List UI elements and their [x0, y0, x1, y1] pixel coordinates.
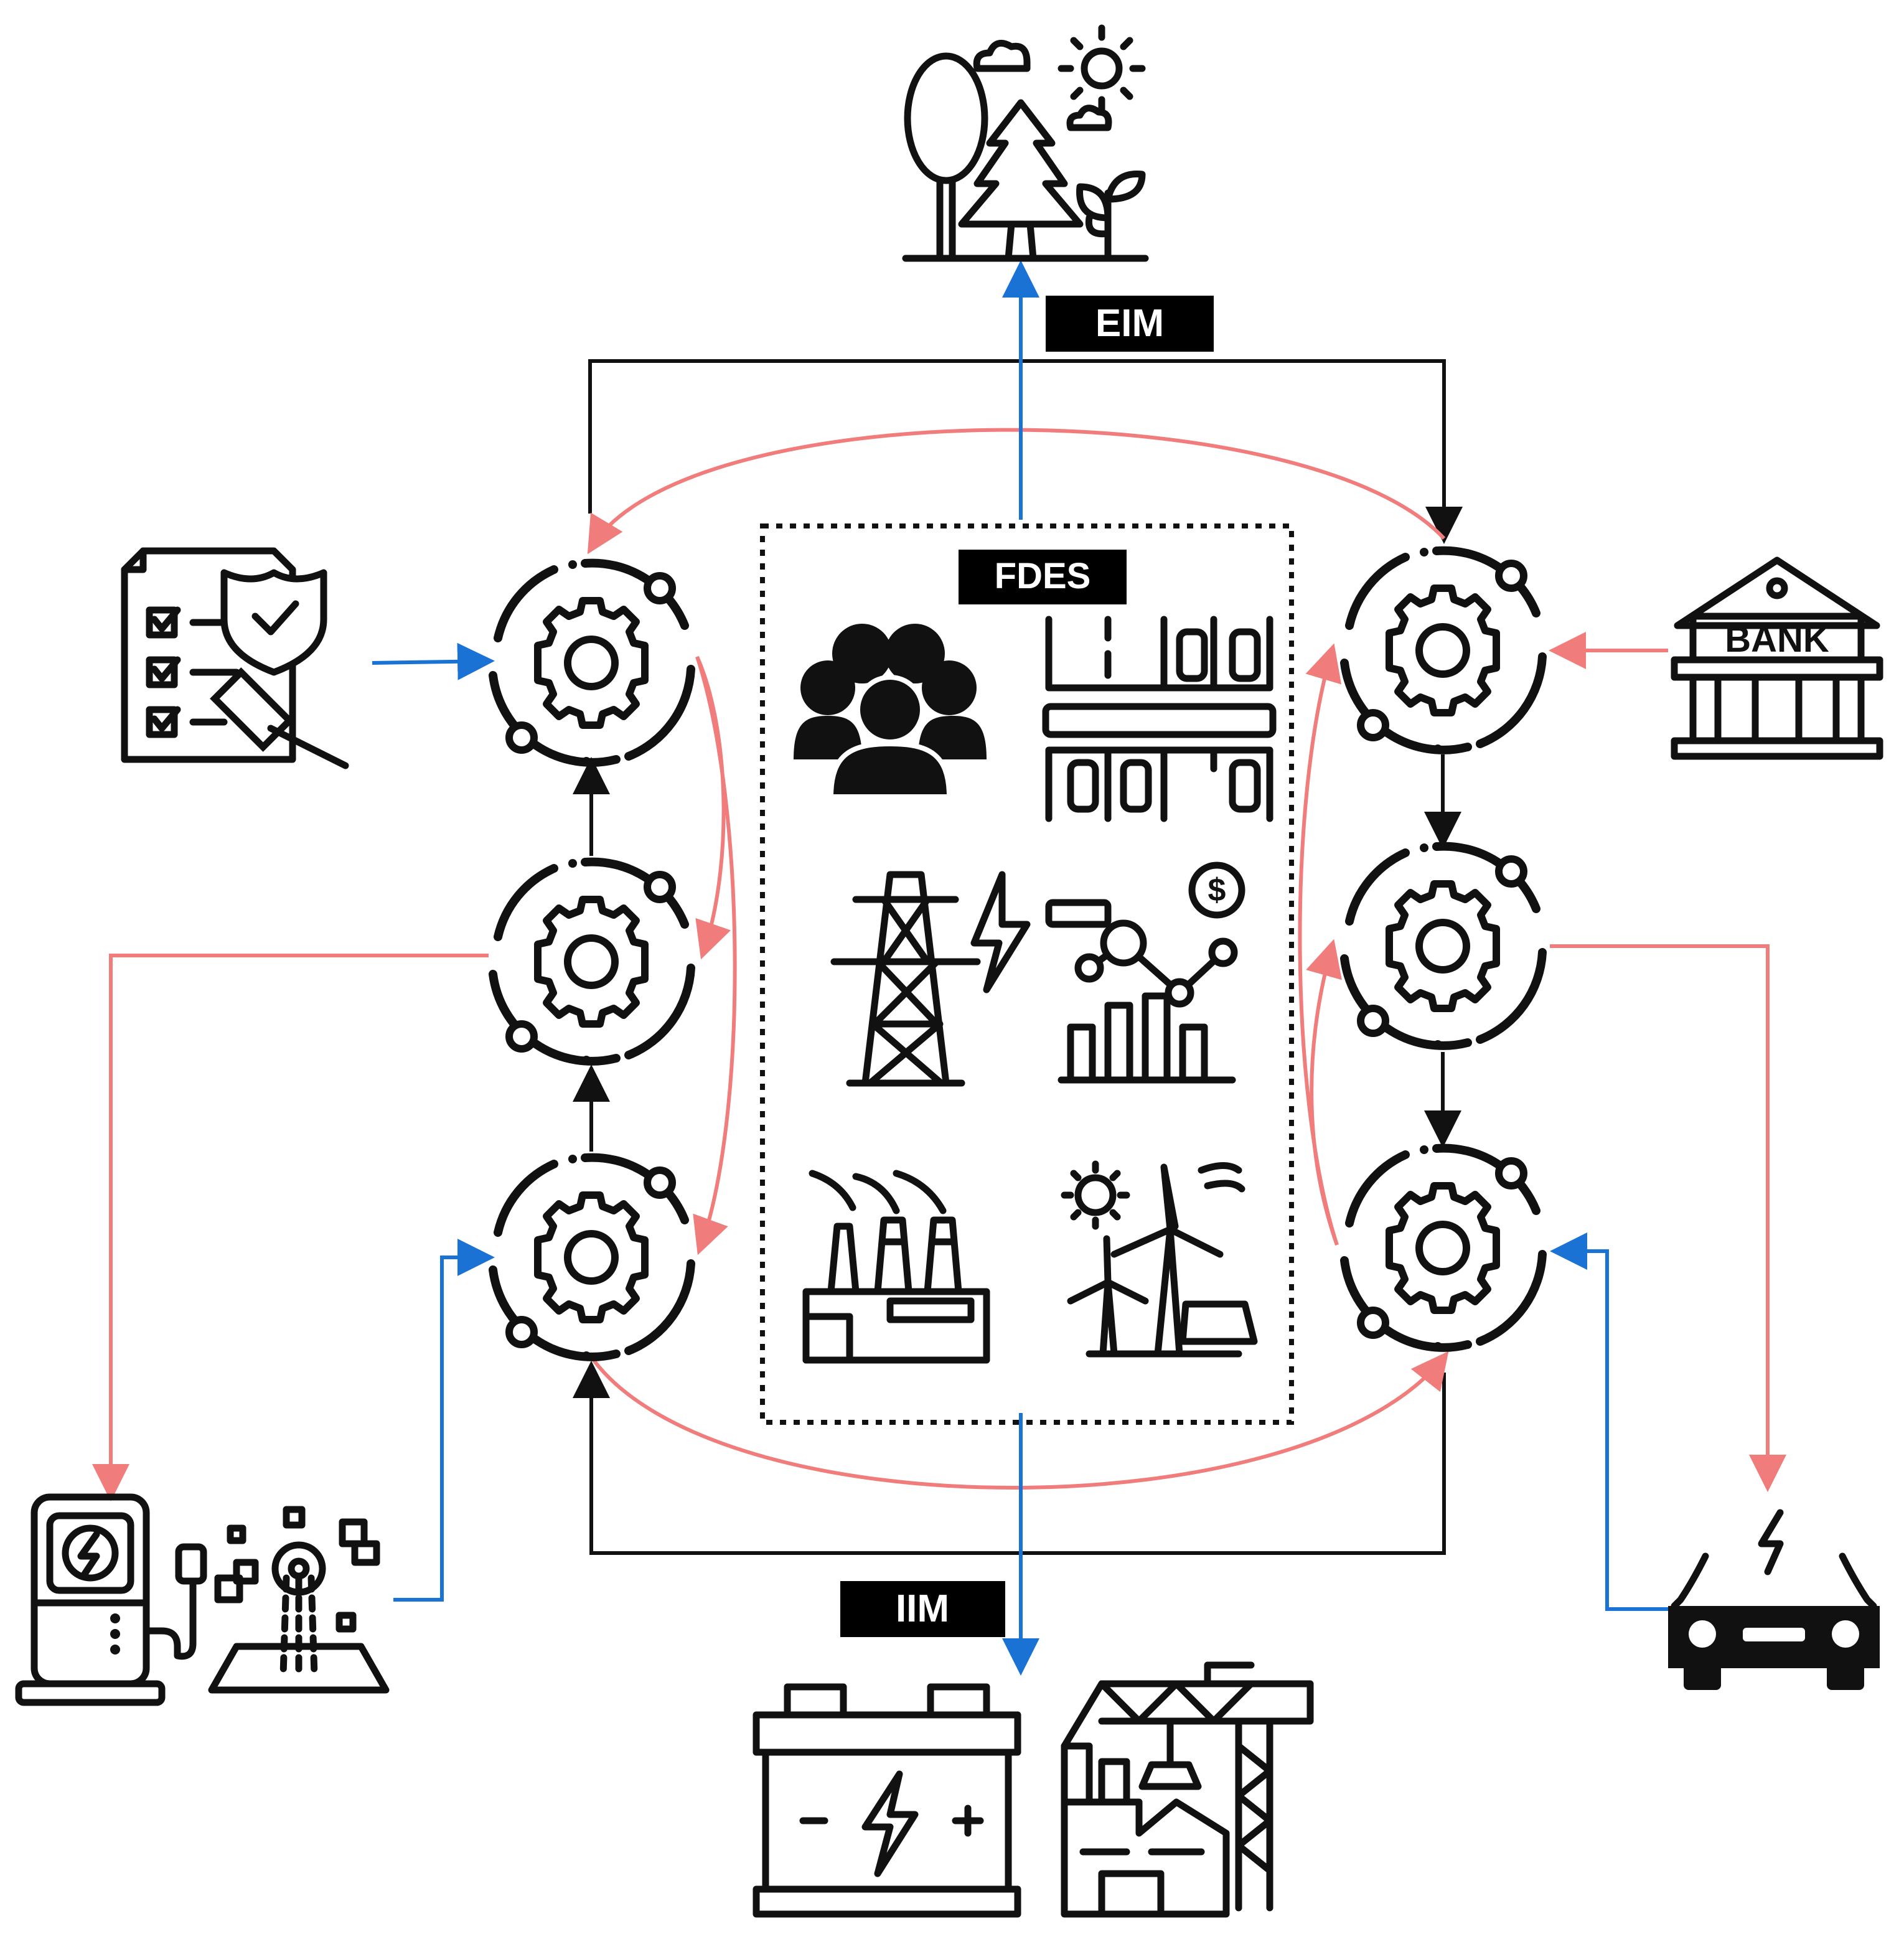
renewable-energy-icon	[1061, 1160, 1258, 1358]
red-arc-top	[587, 428, 1446, 555]
electric-car-icon	[1668, 1509, 1880, 1690]
red-link-right-mid-to-car	[1550, 944, 1786, 1492]
red-arc-bottom	[589, 1351, 1449, 1490]
eim-label: EIM	[1095, 302, 1164, 345]
red-arc-right-bottom-to-top	[1298, 643, 1342, 1246]
gear-node-right-middle	[1344, 843, 1542, 1049]
blue-arrow-regulation-to-left-top	[372, 642, 495, 680]
fdes-label-box: FDES	[959, 550, 1127, 604]
bank-label: BANK	[1725, 619, 1829, 660]
regulation-icon	[121, 547, 349, 769]
red-arc-left-top-to-bottom	[693, 656, 737, 1256]
fdes-label: FDES	[995, 556, 1091, 596]
power-plant-icon	[802, 1170, 990, 1364]
nature-icon	[902, 24, 1149, 262]
iim-label: IIM	[896, 1587, 949, 1630]
svg-text:$: $	[1208, 872, 1226, 908]
people-icon	[794, 624, 987, 799]
gear-node-right-bottom	[1344, 1145, 1542, 1351]
black-connector-top	[588, 359, 1463, 544]
gear-node-left-middle	[493, 859, 691, 1064]
battery-icon	[753, 1683, 1021, 1918]
bank-icon: BANK	[1671, 556, 1883, 760]
eim-label-box: EIM	[1046, 296, 1214, 352]
market-chart-icon: $	[1045, 861, 1245, 1084]
parking-icon	[1042, 616, 1277, 822]
charging-station-icon	[15, 1493, 207, 1706]
power-tower-icon	[830, 871, 1031, 1087]
gear-node-left-top	[493, 560, 691, 766]
blue-arrow-car-to-right-bottom	[1550, 1232, 1674, 1611]
fdes-panel	[760, 523, 1294, 1425]
black-connector-bottom	[573, 1361, 1446, 1555]
gear-node-right-top	[1344, 548, 1542, 753]
gear-node-left-bottom	[493, 1155, 691, 1360]
red-arc-left-top-to-mid	[695, 655, 731, 960]
red-link-left-mid-to-charging	[92, 954, 489, 1501]
iim-label-box: IIM	[840, 1581, 1005, 1637]
blue-arrow-digital-to-left-bottom	[393, 1239, 495, 1602]
digital-technology-icon	[208, 1506, 390, 1694]
factory-crane-icon	[1061, 1661, 1314, 1918]
